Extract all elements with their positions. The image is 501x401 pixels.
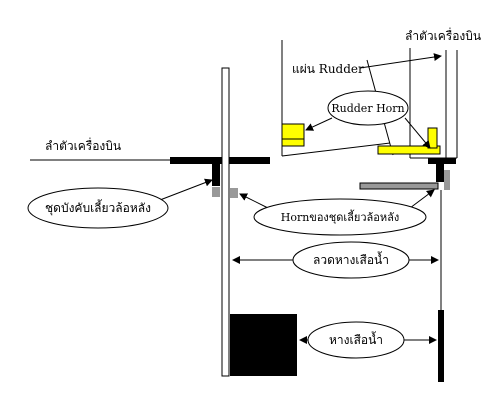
label-rudder-wire: ลวดหางเสือน้ำ (313, 251, 389, 267)
tailwheel-mount-block (212, 164, 220, 186)
rudder-horn-bracket (377, 145, 441, 155)
callout-rudder-wire (292, 241, 410, 279)
fuselage-bracket-left (170, 157, 270, 164)
label-rudder-plate: แผ่น Rudder (292, 62, 364, 76)
label-water-rudder: หางเสือน้ำ (329, 331, 383, 347)
rudder-plate-bottom-edge (281, 142, 391, 157)
callout-steering-horn (253, 198, 427, 236)
tailwheel-gray-right (444, 170, 450, 190)
pointer-rudder-horn-right (404, 117, 431, 149)
pointer-rudder-plate (359, 53, 442, 69)
label-fuselage-left: ลำตัวเครื่องบิน (45, 137, 121, 153)
rudder-horn-bracket-upright (427, 127, 438, 149)
rudder-horn-block (281, 123, 305, 147)
pointer-steering-horn-right (409, 189, 435, 209)
label-rudder-horn: Rudder Horn (331, 102, 404, 115)
tailwheel-mount-gray (212, 187, 220, 197)
callout-water-rudder (307, 321, 405, 359)
callout-rudder-horn (327, 90, 409, 126)
steering-horn-gray (230, 188, 238, 198)
water-rudder-left (230, 314, 297, 376)
label-steering-horn: Hornของชุดเลี้ยวล้อหลัง (281, 209, 400, 224)
pointer-tailwheel-mount (159, 178, 213, 201)
label-tailwheel-mount: ชุดบังคับเลี้ยวล้อหลัง (45, 199, 151, 216)
steering-post (221, 67, 230, 377)
label-fuselage-right: ลำตัวเครื่องบิน (405, 27, 481, 43)
steering-arm-gray (359, 182, 439, 190)
pointer-rudder-horn-left (305, 117, 333, 131)
tailwheel-block-right (436, 164, 444, 182)
water-rudder-right (438, 310, 444, 382)
callout-tailwheel-mount (27, 187, 169, 229)
tailwheel-bracket-right (428, 158, 456, 164)
pointer-steering-horn-left (239, 193, 269, 209)
